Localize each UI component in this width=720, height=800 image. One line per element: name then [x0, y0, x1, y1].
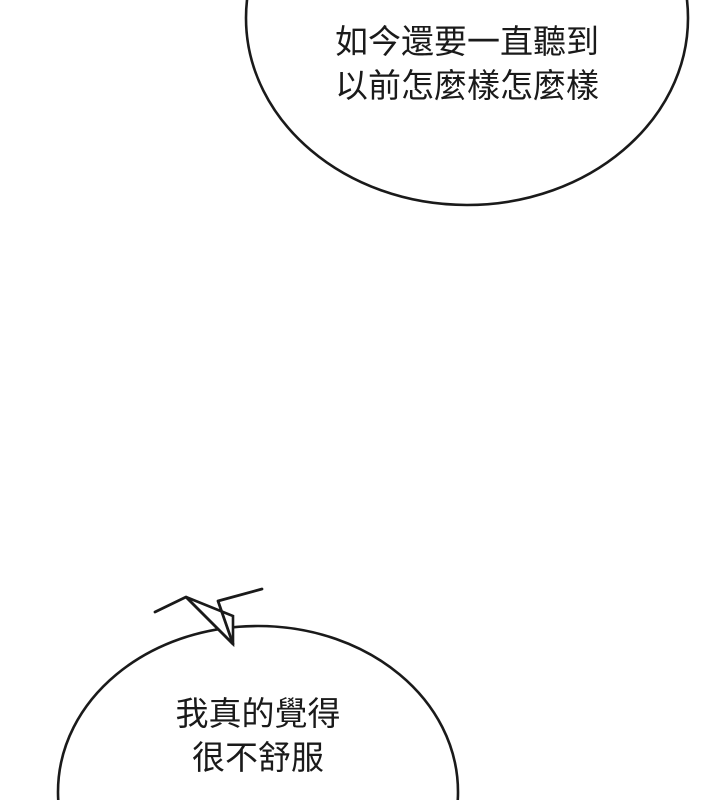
bubble-top-line-1: 如今還要一直聽到 [335, 22, 599, 61]
bubble-bottom-outline [56, 624, 460, 800]
bubble-top-text: 如今還要一直聽到 以前怎麼樣怎麼樣 [247, 20, 687, 107]
bubble-top-line-2: 以前怎麼樣怎麼樣 [335, 65, 599, 105]
bubble-bottom-line-1: 我真的覺得 [175, 694, 341, 733]
bubble-bottom-line-2: 很不舒服 [192, 737, 324, 777]
bubble-top-outline [244, 0, 690, 207]
bubble-bottom-tail-stroke [153, 587, 264, 646]
bubble-bottom-text: 我真的覺得 很不舒服 [58, 692, 458, 779]
bubble-top-shape [244, 0, 690, 207]
bubble-bottom-shape [56, 587, 460, 800]
